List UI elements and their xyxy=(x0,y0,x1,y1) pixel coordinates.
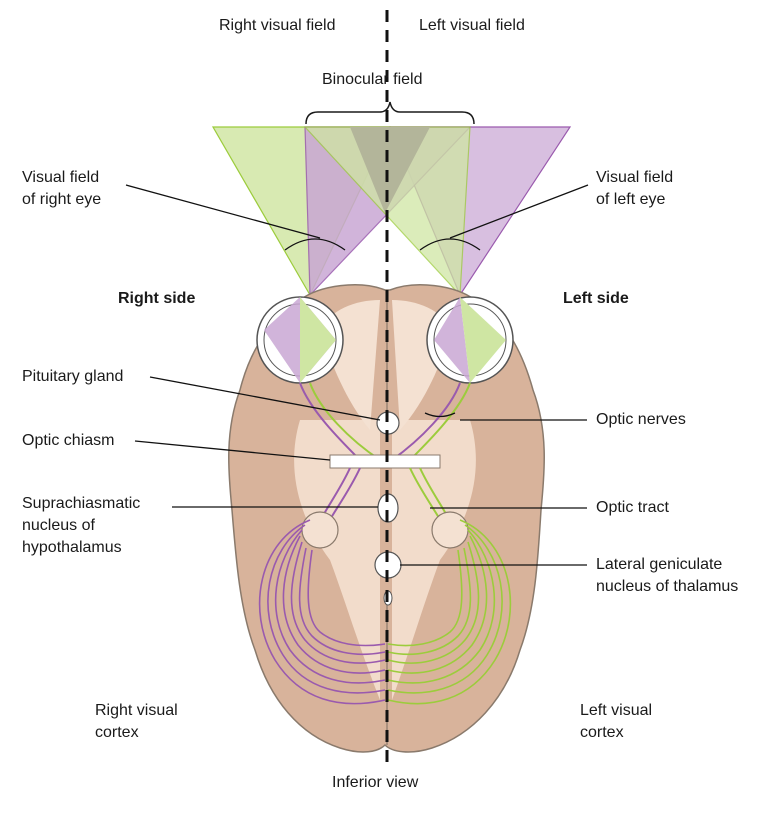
leader-lines xyxy=(125,184,589,566)
optic-radiation-right xyxy=(258,519,386,705)
right-side-label: Right side xyxy=(118,290,196,307)
scn-label-line2: nucleus of xyxy=(22,517,95,534)
right-eye xyxy=(256,296,344,384)
binocular-overlap xyxy=(350,127,430,213)
binocular-brace xyxy=(305,101,475,125)
lgn-label-line1: Lateral geniculate xyxy=(596,556,723,573)
right-lgn xyxy=(301,511,339,549)
left-visual-cortex-line1: Left visual xyxy=(580,702,653,719)
scn-label-line1: Suprachiasmatic xyxy=(22,495,141,512)
optic-tract-label: Optic tract xyxy=(596,499,669,516)
binocular-field-label: Binocular field xyxy=(322,71,423,88)
left-visual-cortex-line2: cortex xyxy=(580,724,624,741)
optic-radiation-left xyxy=(387,519,512,705)
left-lgn xyxy=(431,511,469,549)
optic-nerves xyxy=(299,382,471,461)
right-visual-field-label: Right visual field xyxy=(219,17,336,34)
scn-label-line3: hypothalamus xyxy=(22,539,122,556)
inferior-view-label: Inferior view xyxy=(332,774,419,791)
optic-chiasm-band xyxy=(329,454,441,469)
optic-nerves-label: Optic nerves xyxy=(596,411,686,428)
right-visual-cortex-line2: cortex xyxy=(95,724,139,741)
right-visual-cortex-line1: Right visual xyxy=(95,702,178,719)
lgn-label-line2: nucleus of thalamus xyxy=(596,578,739,595)
brain-inner-left xyxy=(294,420,380,700)
left-visual-field-label: Left visual field xyxy=(419,17,525,34)
visual-field-cones xyxy=(211,126,572,297)
visual-field-left-eye-line2: of left eye xyxy=(596,191,666,208)
left-eye xyxy=(426,296,514,384)
optic-chiasm-label: Optic chiasm xyxy=(22,432,115,449)
pituitary-gland-label: Pituitary gland xyxy=(22,368,124,385)
visual-field-left-eye-line1: Visual field xyxy=(596,169,674,186)
visual-field-right-eye-line2: of right eye xyxy=(22,191,102,208)
visual-field-right-eye-line1: Visual field xyxy=(22,169,100,186)
brain-inner-right xyxy=(392,420,476,700)
left-side-label: Left side xyxy=(563,290,629,307)
